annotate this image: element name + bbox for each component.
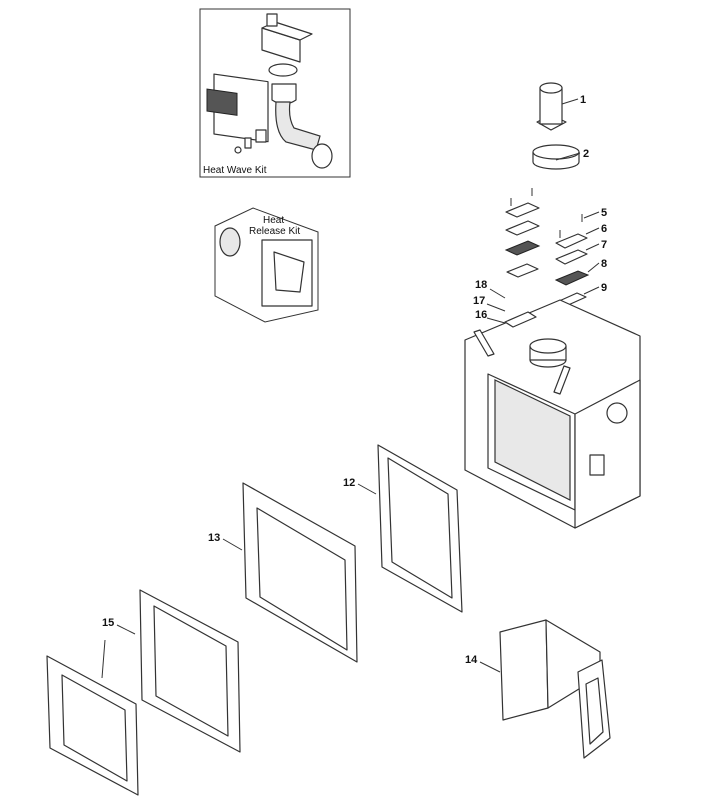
callout-1: 1 <box>580 94 586 106</box>
callout-16: 16 <box>475 309 487 321</box>
plate-stack-right[interactable] <box>554 214 590 307</box>
heat-wave-kit-label: Heat Wave Kit <box>203 165 267 176</box>
callout-5: 5 <box>601 207 607 219</box>
plate-stack-left[interactable] <box>504 188 541 278</box>
firebox-unit[interactable] <box>464 299 641 529</box>
part-15-front-trim[interactable] <box>46 655 139 796</box>
part-13-front-panel[interactable] <box>242 482 358 663</box>
part-12-door-frame[interactable] <box>377 444 463 613</box>
callout-15: 15 <box>102 617 114 629</box>
callout-9: 9 <box>601 282 607 294</box>
callout-17: 17 <box>473 295 485 307</box>
part-15-trim-frame[interactable] <box>139 589 241 753</box>
callout-12: 12 <box>343 477 355 489</box>
callout-14: 14 <box>465 654 478 666</box>
heat-release-kit-label-1: Heat <box>263 215 284 226</box>
heat-wave-kit[interactable]: Heat Wave Kit <box>199 8 351 178</box>
callout-18: 18 <box>475 279 487 291</box>
callout-2: 2 <box>583 148 589 160</box>
heat-release-kit[interactable]: Heat Release Kit <box>214 207 319 323</box>
part-14-firebox-liner[interactable] <box>499 619 611 759</box>
callout-13: 13 <box>208 532 220 544</box>
leader-lines <box>101 98 600 679</box>
part-1-flue-collar[interactable] <box>536 82 567 131</box>
heat-release-kit-label-2: Release Kit <box>249 226 300 237</box>
callout-7: 7 <box>601 239 607 251</box>
callout-8: 8 <box>601 258 607 270</box>
callout-6: 6 <box>601 223 607 235</box>
part-2-ring[interactable] <box>532 144 580 170</box>
